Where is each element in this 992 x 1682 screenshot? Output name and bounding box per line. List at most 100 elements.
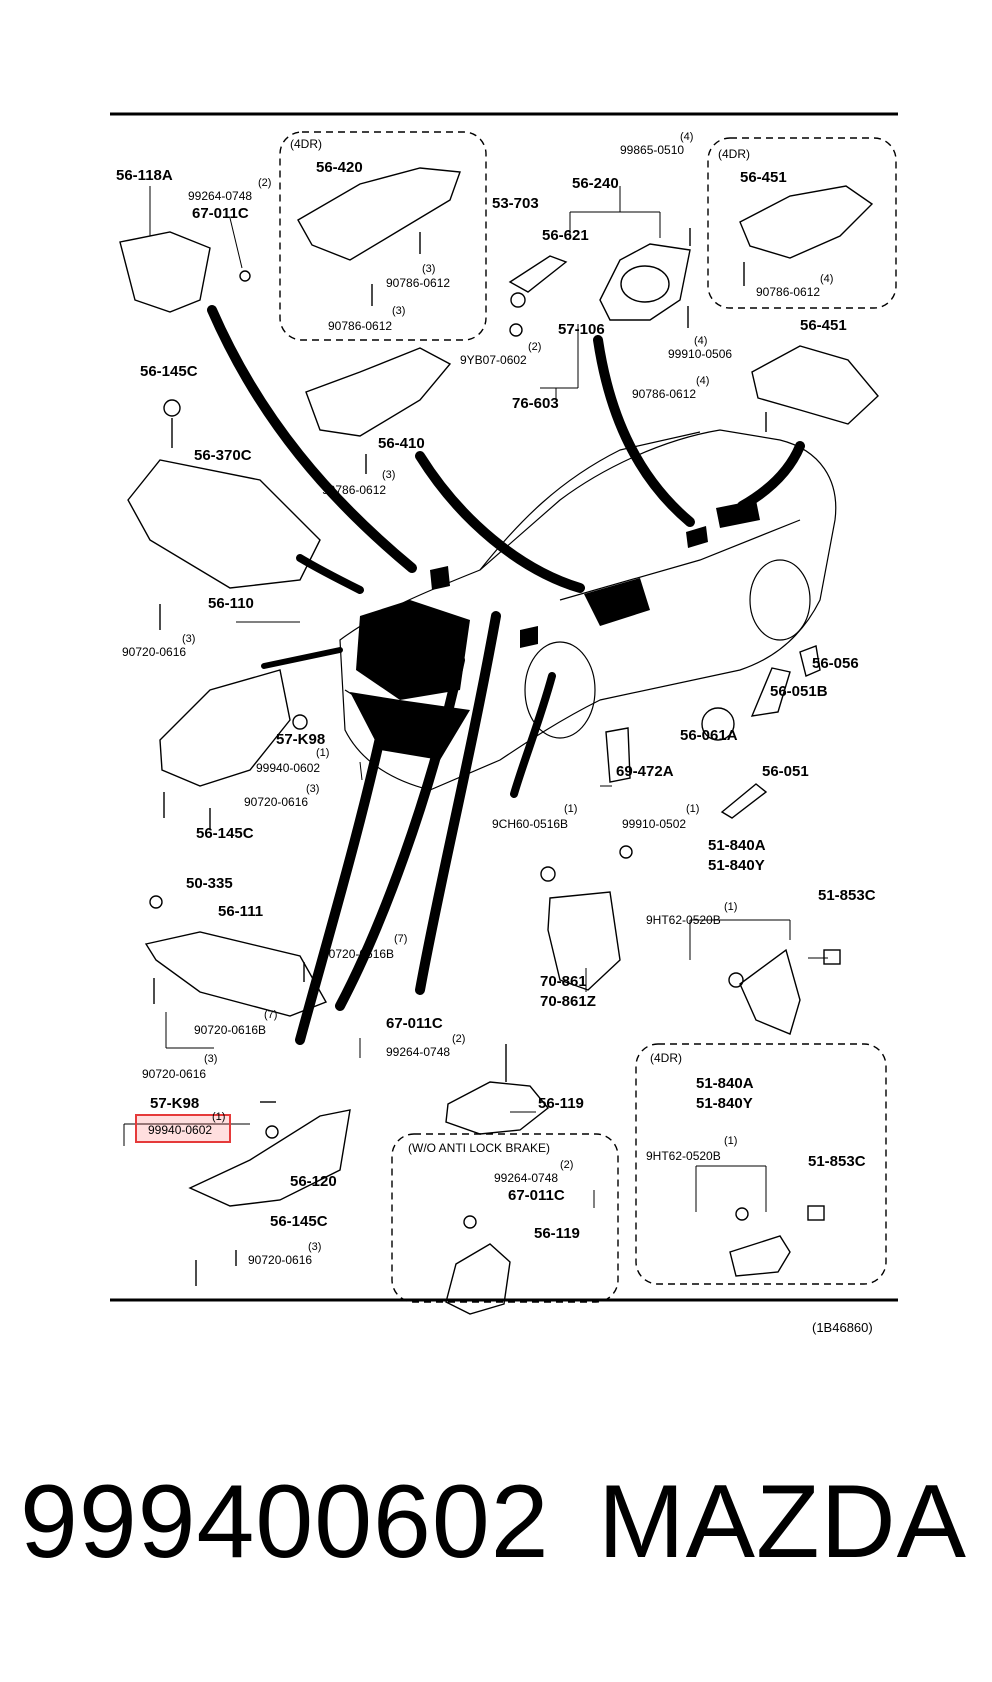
label-67-011c: 67-011C xyxy=(192,205,249,222)
qty-label: (3) xyxy=(306,783,320,795)
label-56-118a: 56-118A xyxy=(116,167,173,184)
qty-label: (3) xyxy=(392,305,406,317)
part-53-703 xyxy=(508,255,568,337)
label-90786-0612: 90786-0612 xyxy=(322,483,387,497)
part-56-240 xyxy=(599,228,691,328)
label-56-051b: 56-051B xyxy=(770,683,828,700)
label-90786-0612: 90786-0612 xyxy=(756,285,821,299)
qty-label: (1) xyxy=(564,803,578,815)
qty-label: (2) xyxy=(452,1033,466,1045)
box-4dr-c xyxy=(635,1043,887,1285)
label-90720-0616: 90720-0616 xyxy=(142,1067,207,1081)
dark-panels xyxy=(350,500,760,760)
label-56-056: 56-056 xyxy=(812,655,859,672)
qty-label: (2) xyxy=(560,1159,574,1171)
label-57-106: 57-106 xyxy=(558,321,605,338)
part-56-420 xyxy=(297,167,461,306)
label-51-853c: 51-853C xyxy=(818,887,876,904)
callout-swooshes xyxy=(207,305,805,1045)
label-69-472a: 69-472A xyxy=(616,763,674,780)
label-57-k98: 57-K98 xyxy=(150,1095,200,1112)
label-51-853c: 51-853C xyxy=(808,1153,866,1170)
parts-diagram: (4DR) (4DR) (W/O ANTI LOCK BRAKE) (4DR) … xyxy=(110,112,898,1335)
box-4dr-b xyxy=(707,137,897,309)
catalog-id: (1B46860) xyxy=(812,1320,873,1335)
box-wo-abs xyxy=(391,1133,619,1303)
part-56-061a xyxy=(701,707,735,741)
part-51-840a-a xyxy=(728,948,841,1035)
label-90786-0612: 90786-0612 xyxy=(328,319,393,333)
box-caption-wo-abs: (W/O ANTI LOCK BRAKE) xyxy=(408,1141,551,1155)
part-70-861 xyxy=(540,845,633,991)
label-70-861z: 70-861Z xyxy=(540,993,596,1010)
label-9ht62-0520b: 9HT62-0520B xyxy=(646,1149,721,1163)
label-90720-0616: 90720-0616 xyxy=(248,1253,313,1267)
part-56-051b xyxy=(750,667,791,717)
label-53-703: 53-703 xyxy=(492,195,539,212)
qty-label: (4) xyxy=(694,335,708,347)
qty-label: (2) xyxy=(258,177,272,189)
qty-label: (3) xyxy=(382,469,396,481)
label-67-011c: 67-011C xyxy=(508,1187,565,1204)
label-56-120: 56-120 xyxy=(290,1173,337,1190)
part-56-110 xyxy=(159,604,308,830)
label-90720-0616b: 90720-0616B xyxy=(194,1023,267,1037)
qty-label: (3) xyxy=(182,633,196,645)
brand-name: MAZDA xyxy=(598,1464,967,1580)
label-56-111: 56-111 xyxy=(218,903,264,920)
label-56-451: 56-451 xyxy=(800,317,847,334)
label-99264-0748: 99264-0748 xyxy=(386,1045,451,1059)
box-4dr-a xyxy=(279,131,487,341)
qty-label: (1) xyxy=(724,1135,738,1147)
label-56-370c: 56-370C xyxy=(194,447,252,464)
box-caption-4dr-b: (4DR) xyxy=(718,147,750,161)
label-56-240: 56-240 xyxy=(572,175,619,192)
label-56-145c: 56-145C xyxy=(270,1213,328,1230)
qty-label: (4) xyxy=(696,375,710,387)
qty-label: (1) xyxy=(212,1111,226,1123)
label-90720-0616b: 90720-0616B xyxy=(322,947,395,961)
label-51-840y: 51-840Y xyxy=(696,1095,753,1112)
part-56-051 xyxy=(720,783,768,819)
label-56-119: 56-119 xyxy=(534,1225,580,1242)
label-56-145c: 56-145C xyxy=(196,825,254,842)
label-99264-0748: 99264-0748 xyxy=(188,189,253,203)
label-9ch60-0516b: 9CH60-0516B xyxy=(492,817,569,831)
label-76-603: 76-603 xyxy=(512,395,559,412)
label-56-119: 56-119 xyxy=(538,1095,584,1112)
part-56-451-a xyxy=(739,185,874,286)
label-90786-0612: 90786-0612 xyxy=(632,387,697,401)
qty-label: (7) xyxy=(394,933,408,945)
part-56-056 xyxy=(799,645,821,677)
part-56-370c xyxy=(127,399,321,589)
label-90720-0616: 90720-0616 xyxy=(122,645,187,659)
target-part-highlight xyxy=(135,1114,231,1143)
label-67-011c: 67-011C xyxy=(386,1015,443,1032)
label-51-840a: 51-840A xyxy=(696,1075,754,1092)
qty-label: (3) xyxy=(308,1241,322,1253)
label-56-145c: 56-145C xyxy=(140,363,198,380)
part-69-472a xyxy=(605,727,631,783)
qty-label: (4) xyxy=(820,273,834,285)
qty-label: (2) xyxy=(528,341,542,353)
label-99910-0502: 99910-0502 xyxy=(622,817,687,831)
label-56-061a: 56-061A xyxy=(680,727,738,744)
qty-label: (3) xyxy=(204,1053,218,1065)
label-56-410: 56-410 xyxy=(378,435,425,452)
label-50-335: 50-335 xyxy=(186,875,233,892)
label-51-840y: 51-840Y xyxy=(708,857,765,874)
label-90720-0616: 90720-0616 xyxy=(244,795,309,809)
label-9ht62-0520b: 9HT62-0520B xyxy=(646,913,721,927)
label-99865-0510: 99865-0510 xyxy=(620,143,685,157)
exploded-view-drawing xyxy=(110,112,898,1315)
qty-label: (1) xyxy=(724,901,738,913)
label-99264-0748: 99264-0748 xyxy=(494,1171,559,1185)
part-56-410 xyxy=(305,347,452,474)
part-56-451-b xyxy=(751,345,879,432)
label-56-051: 56-051 xyxy=(762,763,809,780)
part-56-118a xyxy=(119,231,251,313)
qty-label: (7) xyxy=(264,1009,278,1021)
label-90786-0612: 90786-0612 xyxy=(386,276,451,290)
box-caption-4dr-c: (4DR) xyxy=(650,1051,682,1065)
label-57-k98: 57-K98 xyxy=(276,731,326,748)
